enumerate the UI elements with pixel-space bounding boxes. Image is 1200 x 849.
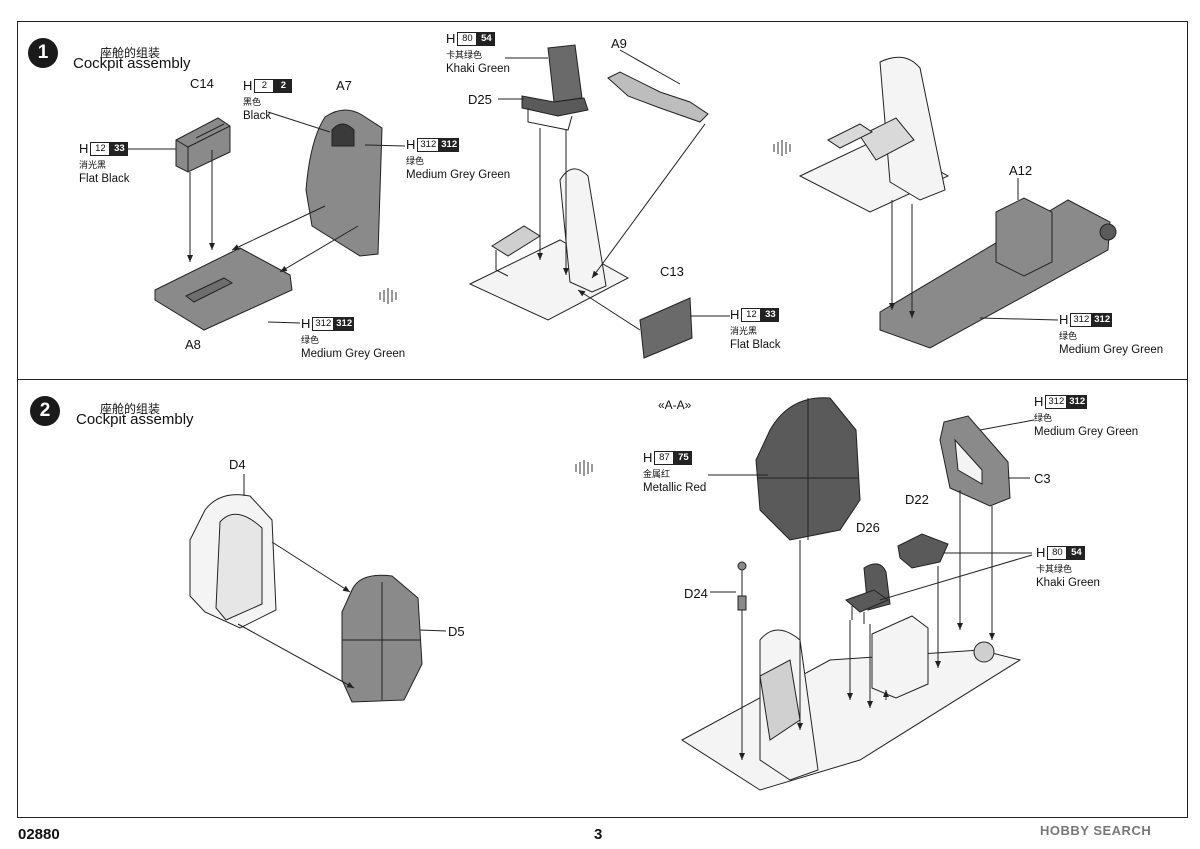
step-2-number: 2	[30, 396, 60, 426]
page-number: 3	[594, 826, 603, 843]
step-1-title-en: Cockpit assembly	[73, 55, 191, 72]
part-d5-shape	[341, 574, 423, 703]
step-divider	[17, 379, 1188, 380]
product-code: 02880	[18, 826, 60, 843]
seat-back-shape	[755, 397, 861, 541]
part-label-d25: D25	[468, 92, 492, 107]
part-a9-shape	[607, 71, 709, 123]
part-label-a12: A12	[1009, 163, 1033, 178]
part-label-d5: D5	[448, 624, 465, 639]
part-label-a7: A7	[336, 78, 352, 93]
part-label-d22: D22	[905, 492, 929, 507]
part-d25-shape	[521, 44, 589, 131]
part-c3-shape	[939, 415, 1011, 507]
cockpit-middle-assembly	[468, 168, 630, 321]
step-1-title-cn: 座舱的组装	[100, 46, 161, 60]
cockpit-floor-assembly	[681, 615, 1022, 791]
part-label-d26: D26	[856, 520, 880, 535]
watermark-logo: HOBBY SEARCH	[1040, 823, 1152, 838]
step-2-title-cn: 座舱的组装	[100, 402, 161, 416]
part-d24-shape	[737, 561, 747, 612]
part-label-d24: D24	[684, 586, 708, 601]
part-d22-shape	[897, 533, 949, 569]
part-d26-shape	[845, 563, 891, 624]
part-a7-shape	[305, 109, 383, 257]
part-a12-shape	[879, 197, 1117, 349]
part-label-c3: C3	[1034, 471, 1051, 486]
part-c13-shape	[639, 297, 693, 359]
part-label-a8: A8	[185, 337, 201, 352]
step-arrow-1	[379, 288, 397, 304]
step-arrow-3	[575, 460, 593, 476]
cockpit-right-assembly	[798, 56, 950, 213]
step-1-number: 1	[28, 38, 58, 68]
part-c14-shape	[175, 117, 231, 173]
part-label-d4: D4	[229, 457, 246, 472]
part-label-c14: C14	[190, 76, 214, 91]
part-d4-shape	[189, 494, 277, 629]
part-label-c13: C13	[660, 264, 684, 279]
part-label-a9: A9	[611, 36, 627, 51]
part-a8-shape	[154, 247, 293, 331]
page-frame	[17, 21, 1188, 818]
section-label-a-a: «A-A»	[658, 398, 692, 412]
step-arrow-2	[773, 140, 791, 156]
step-2-title-en: Cockpit assembly	[76, 411, 194, 428]
